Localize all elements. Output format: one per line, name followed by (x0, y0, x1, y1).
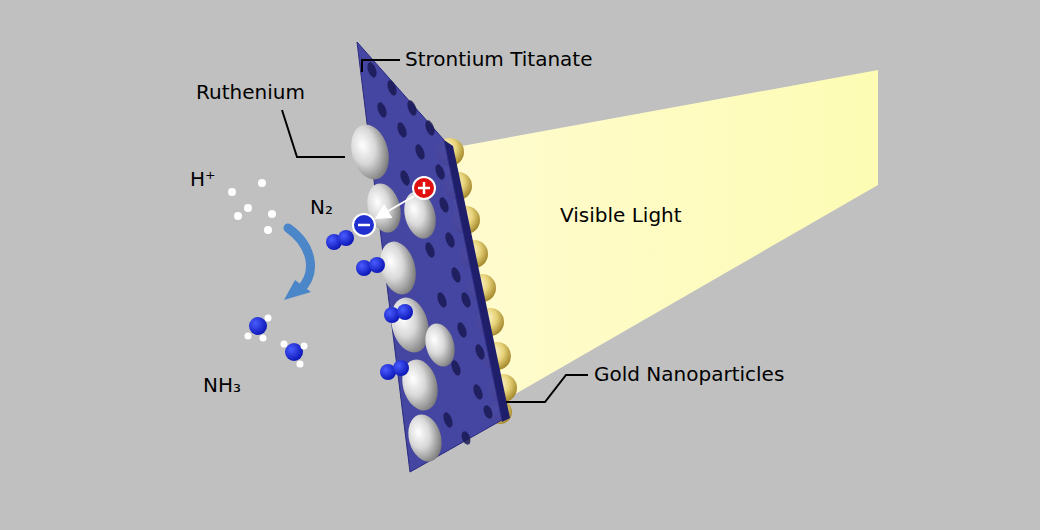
nh3-molecules (245, 315, 308, 368)
plate-pores (366, 61, 495, 446)
reaction-arrow (288, 228, 310, 290)
electron-transfer-arrow (378, 196, 414, 217)
part-label: Gold Nanoparticles (594, 363, 784, 386)
electron-symbol (353, 214, 375, 236)
species-label: H⁺ (190, 168, 216, 191)
light-beam (440, 70, 878, 400)
species-label: NH₃ (203, 374, 241, 397)
leader-line (282, 110, 345, 157)
part-label: Strontium Titanate (405, 48, 592, 71)
n2-molecules (326, 230, 413, 380)
reaction-arrowhead (284, 280, 311, 300)
hole-symbol (413, 177, 435, 199)
beam-label: Visible Light (560, 204, 682, 227)
proton-dots (228, 179, 276, 234)
part-label: Ruthenium (196, 81, 305, 104)
ruthenium-particles (345, 120, 459, 465)
leader-line (506, 375, 588, 402)
plate-face (357, 42, 502, 472)
species-label: N₂ (310, 196, 333, 219)
leader-line (362, 60, 400, 72)
